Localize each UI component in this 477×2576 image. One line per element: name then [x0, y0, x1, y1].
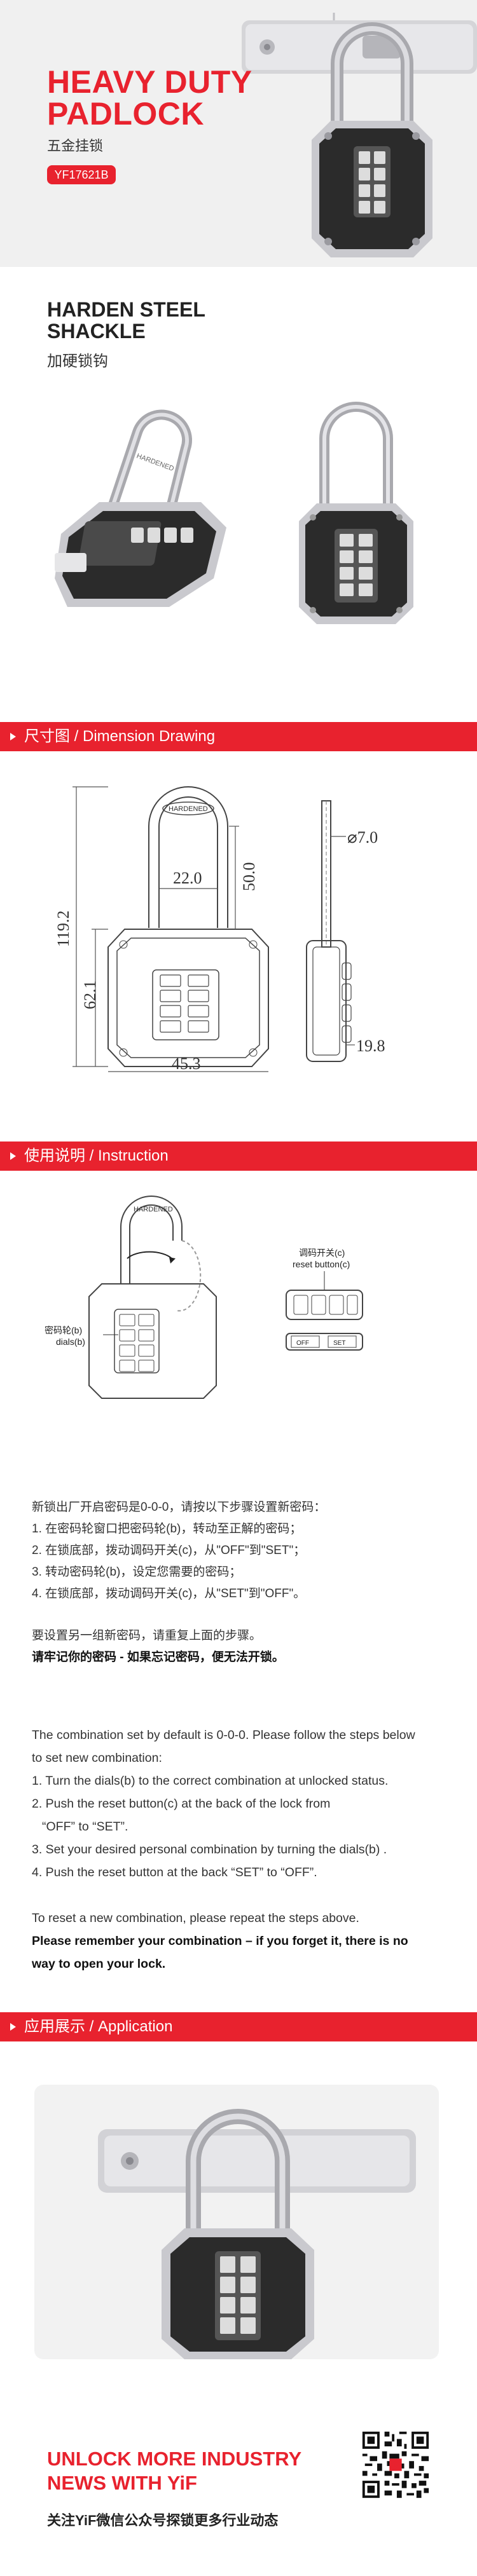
shackle-section-title: HARDEN STEEL SHACKLE: [47, 299, 205, 342]
instruction-cn-warning: 请牢记你的密码 - 如果忘记密码，便无法开锁。: [32, 1651, 284, 1664]
hero-banner: HEAVY DUTY PADLOCK 五金挂锁 YF17621B: [0, 0, 477, 267]
triangle-bullet-icon: [10, 2023, 16, 2031]
instruction-en-step4: 4. Push the reset button at the back “SE…: [32, 1865, 317, 1879]
shackle-title-line2: SHACKLE: [47, 320, 146, 343]
padlock-front-image: [299, 402, 413, 624]
dials-label-en: dials(b): [56, 1337, 85, 1347]
hero-subtitle: 五金挂锁: [47, 138, 104, 154]
hero-title-line1: HEAVY DUTY: [47, 64, 252, 100]
instruction-en-intro-line2: to set new combination:: [32, 1751, 162, 1765]
instruction-en-block: The combination set by default is 0-0-0.…: [32, 1724, 452, 1975]
dimension-drawing: HARDENED 119.2 62.1 22.0 50.0 45.3 ⌀7.0 …: [54, 786, 385, 1073]
model-badge: YF17621B: [47, 165, 116, 184]
footer-subtitle: 关注YiF微信公众号探锁更多行业动态: [47, 2512, 279, 2528]
application-header-text: 应用展示 / Application: [24, 2018, 173, 2035]
application-padlock-image: [98, 2109, 416, 2359]
instruction-cn-step: 2. 在锁底部，拨动调码开关(c)，从"OFF"到"SET"；: [32, 1544, 306, 1557]
instruction-cn-block: 新锁出厂开启密码是0-0-0，请按以下步骤设置新密码： 1. 在密码轮窗口把密码…: [32, 1497, 452, 1668]
instruction-cn-step: 4. 在锁底部，拨动调码开关(c)，从"SET"到"OFF"。: [32, 1587, 306, 1600]
instruction-en-step3: 3. Set your desired personal combination…: [32, 1843, 387, 1857]
instruction-cn-reset: 要设置另一组新密码，请重复上面的步骤。: [32, 1629, 262, 1642]
hero-title-line2: PADLOCK: [47, 96, 205, 132]
dimension-section-header: 尺寸图 / Dimension Drawing: [0, 722, 477, 751]
dimension-header-text: 尺寸图 / Dimension Drawing: [24, 728, 216, 745]
shackle-width-label: 22.0: [173, 869, 202, 887]
padlock-angle-image: HARDENED: [55, 409, 226, 607]
instruction-en-warning-line1: Please remember your combination – if yo…: [32, 1934, 408, 1948]
shackle-title-line1: HARDEN STEEL: [47, 298, 205, 321]
dials-label-cn: 密码轮(b): [45, 1325, 82, 1335]
shackle-height-label: 50.0: [240, 862, 258, 892]
switch-off-label: OFF: [296, 1340, 309, 1347]
instruction-en-intro-line1: The combination set by default is 0-0-0.…: [32, 1728, 415, 1742]
dimension-engraving: HARDENED: [169, 805, 208, 813]
depth-label: 19.8: [356, 1037, 385, 1055]
triangle-bullet-icon: [10, 1152, 16, 1160]
footer-title-line2: NEWS WITH YiF: [47, 2472, 197, 2494]
instruction-en-step2-line1: 2. Push the reset button(c) at the back …: [32, 1797, 331, 1811]
instruction-cn-step: 3. 转动密码轮(b)，设定您需要的密码；: [32, 1565, 242, 1579]
hero-title: HEAVY DUTY PADLOCK: [47, 66, 252, 130]
shackle-engraving: HARDENED: [135, 453, 175, 473]
shackle-section-subtitle: 加硬锁钩: [47, 353, 108, 370]
switch-set-label: SET: [333, 1340, 345, 1347]
hasp-plate-image: [242, 13, 477, 74]
body-height-label: 62.1: [81, 981, 99, 1010]
body-width-label: 45.3: [172, 1054, 201, 1073]
instruction-cn-step: 1. 在密码轮窗口把密码轮(b)，转动至正解的密码；: [32, 1522, 302, 1536]
instruction-en-warning-line2: way to open your lock.: [32, 1957, 166, 1971]
padlock-hero-image: [312, 22, 432, 257]
total-height-label: 119.2: [54, 910, 73, 947]
instruction-diagram: HARDENED 密码轮(b) dials(b) 调码开关(c) reset b…: [45, 1196, 363, 1399]
application-photo: [34, 2085, 439, 2359]
shackle-diameter-label: ⌀7.0: [347, 828, 378, 847]
footer-title-line1: UNLOCK MORE INDUSTRY: [47, 2448, 302, 2470]
instruction-cn-intro: 新锁出厂开启密码是0-0-0，请按以下步骤设置新密码：: [32, 1501, 326, 1514]
footer-title: UNLOCK MORE INDUSTRY NEWS WITH YiF: [47, 2447, 301, 2495]
reset-label-cn: 调码开关(c): [299, 1248, 345, 1258]
application-section-header: 应用展示 / Application: [0, 2012, 477, 2041]
instruction-en-reset: To reset a new combination, please repea…: [32, 1911, 359, 1925]
instruction-header-text: 使用说明 / Instruction: [24, 1147, 169, 1164]
reset-label-en: reset button(c): [293, 1259, 350, 1269]
instruction-section-header: 使用说明 / Instruction: [0, 1141, 477, 1171]
wechat-qr-code[interactable]: [360, 2429, 431, 2500]
instruction-engraving: HARDENED: [134, 1206, 173, 1213]
instruction-en-step2-line2: “OFF” to “SET”.: [42, 1820, 128, 1834]
instruction-en-step1: 1. Turn the dials(b) to the correct comb…: [32, 1774, 389, 1788]
triangle-bullet-icon: [10, 733, 16, 740]
